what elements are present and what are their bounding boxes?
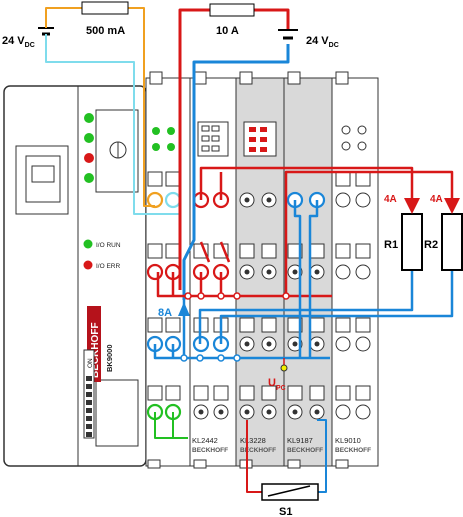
fuse-500ma-icon bbox=[81, 1, 129, 15]
led-green-2-icon bbox=[84, 133, 94, 143]
module-brand-kl9187: BECKHOFF bbox=[287, 447, 323, 454]
resistor-r1-label: R1 bbox=[384, 239, 398, 251]
arrow-8a-icon bbox=[178, 302, 190, 316]
err-label: I/O ERR bbox=[96, 263, 121, 270]
led-green-3-icon bbox=[84, 173, 94, 183]
coupler-brand: BECKHOFF bbox=[90, 322, 101, 378]
dip-label: ON bbox=[87, 358, 94, 368]
led-red-1-icon bbox=[84, 153, 94, 163]
right-supply-label: 24 VDC bbox=[306, 35, 339, 49]
resistor-r2-icon bbox=[441, 213, 463, 271]
arrow-r2-icon bbox=[444, 198, 460, 214]
run-label: I/O RUN bbox=[96, 242, 121, 249]
current-8a-label: 8A bbox=[158, 307, 172, 319]
module-brand-kl2442: BECKHOFF bbox=[192, 447, 228, 454]
module-label-kl9010: KL9010 bbox=[335, 436, 361, 445]
left-supply-label: 24 VDC bbox=[2, 35, 35, 49]
module-brand-kl9010: BECKHOFF bbox=[335, 447, 371, 454]
wires bbox=[45, 7, 454, 493]
module-label-kl2442: KL2442 bbox=[192, 436, 218, 445]
bus-coupler: I/O RUN I/O ERR BECKHOFF BK9000 ON bbox=[3, 85, 147, 467]
current-4a-r2-label: 4A bbox=[430, 194, 443, 205]
left-supply-symbol bbox=[38, 16, 54, 46]
upc-label: UPC bbox=[268, 377, 286, 392]
right-supply-symbol bbox=[278, 29, 298, 40]
resistor-r2-label: R2 bbox=[424, 239, 438, 251]
arrow-r1-icon bbox=[404, 198, 420, 214]
current-4a-r1-label: 4A bbox=[384, 194, 397, 205]
fuse-10a-icon bbox=[209, 3, 255, 17]
led-green-1-icon bbox=[84, 113, 94, 123]
resistor-r1-icon bbox=[401, 213, 423, 271]
module-brand-kl3228: BECKHOFF bbox=[240, 447, 276, 454]
module-label-kl3228: KL3228 bbox=[240, 436, 266, 445]
coupler-model: BK9000 bbox=[105, 344, 114, 372]
terminal-strip: KL2442 BECKHOFF KL3228 BECKHOFF KL9187 B… bbox=[145, 71, 379, 469]
module-label-kl9187: KL9187 bbox=[287, 436, 313, 445]
err-led-icon bbox=[83, 260, 93, 270]
fuse-500ma-label: 500 mA bbox=[86, 25, 125, 37]
run-led-icon bbox=[83, 239, 93, 249]
switch-s1-label: S1 bbox=[279, 506, 292, 517]
fuse-10a-label: 10 A bbox=[216, 25, 239, 37]
